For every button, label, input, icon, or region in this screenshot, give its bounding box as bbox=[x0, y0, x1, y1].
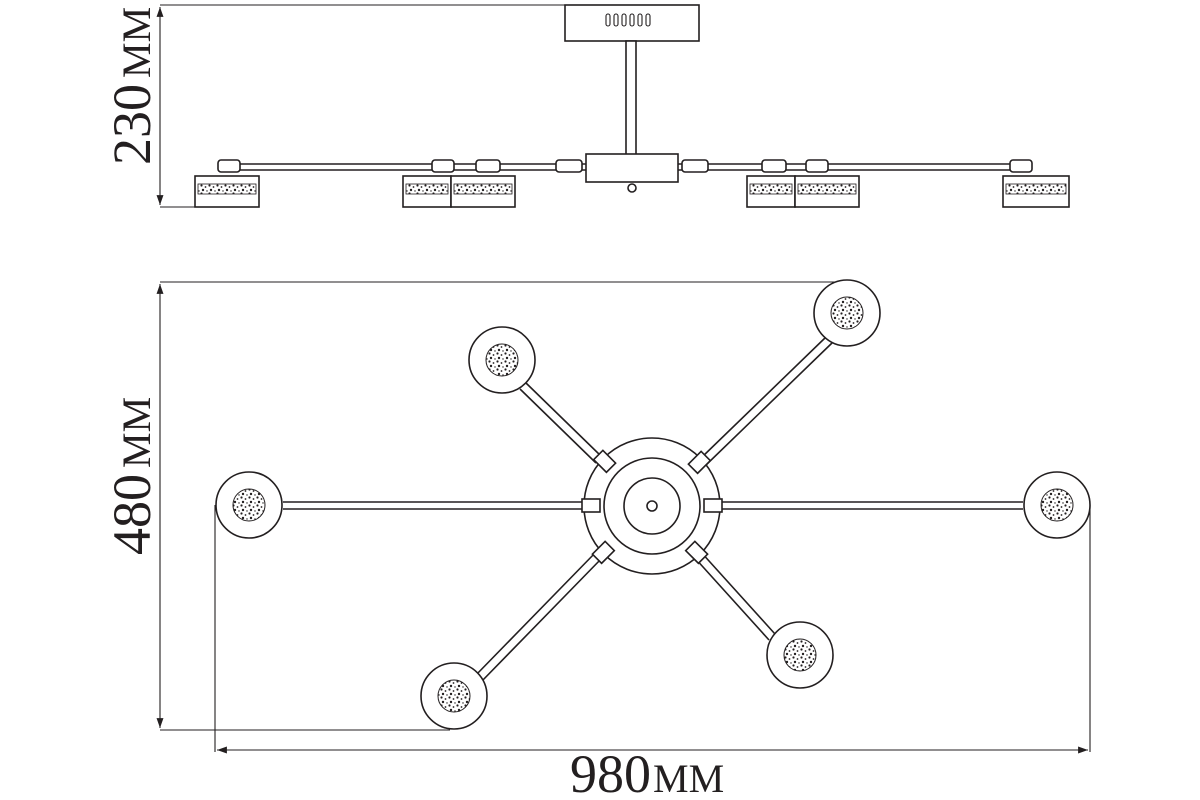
top-center-hub bbox=[581, 437, 723, 575]
lamp-head bbox=[746, 175, 796, 208]
lamp-head bbox=[402, 175, 452, 208]
side-lamp-heads bbox=[194, 175, 1070, 208]
lamp-head bbox=[420, 662, 488, 730]
center-hub bbox=[585, 153, 679, 183]
lamp-head bbox=[1002, 175, 1070, 208]
top-view: 480MM 980MM bbox=[102, 279, 1091, 800]
ceiling-canopy bbox=[564, 4, 700, 42]
lamp-head bbox=[468, 326, 536, 394]
side-view: 230MM bbox=[102, 4, 1070, 208]
lamp-head bbox=[194, 175, 260, 208]
side-connectors bbox=[217, 159, 1033, 173]
side-arms bbox=[240, 163, 1025, 171]
height-dimension-label: 230MM bbox=[102, 7, 162, 165]
top-lamp-heads bbox=[215, 279, 1091, 730]
width-dimension-label: 980MM bbox=[570, 744, 724, 800]
lamp-head bbox=[794, 175, 860, 208]
stem bbox=[625, 40, 637, 157]
lamp-head bbox=[1023, 471, 1091, 539]
lamp-head bbox=[813, 279, 881, 347]
lamp-head bbox=[215, 471, 283, 539]
canopy-vent-slots bbox=[605, 13, 651, 27]
depth-dimension-label: 480MM bbox=[102, 397, 162, 555]
lamp-head bbox=[766, 621, 834, 689]
top-arms bbox=[283, 336, 1023, 683]
lamp-head bbox=[450, 175, 516, 208]
